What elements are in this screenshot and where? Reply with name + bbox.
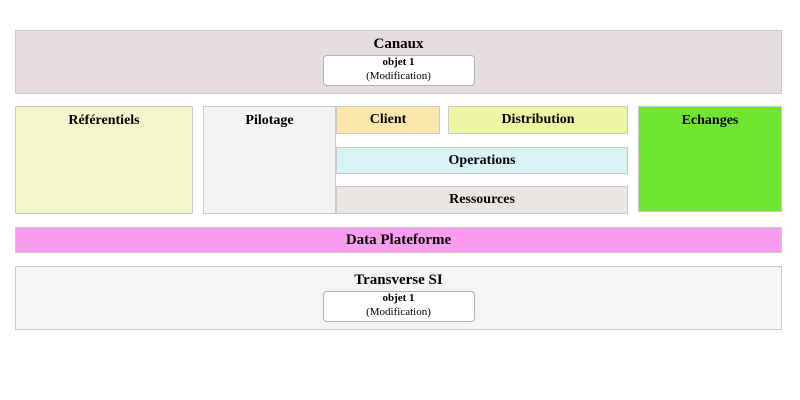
zone-transverse-si-label: Transverse SI — [354, 272, 443, 288]
zone-referentiels[interactable]: Référentiels — [15, 106, 193, 214]
zone-referentiels-label: Référentiels — [68, 113, 140, 128]
zone-ressources[interactable]: Ressources — [336, 186, 628, 214]
zone-client-label: Client — [369, 112, 407, 127]
zone-ressources-label: Ressources — [449, 192, 515, 207]
transverse-object-box[interactable]: objet 1 (Modification) — [322, 290, 475, 322]
canaux-object-box[interactable]: objet 1 (Modification) — [322, 54, 475, 86]
zone-client[interactable]: Client — [336, 106, 440, 134]
zone-distribution-label: Distribution — [501, 112, 575, 127]
zone-data-plateforme-label: Data Plateforme — [345, 231, 452, 248]
zone-canaux-label: Canaux — [373, 36, 424, 52]
zone-pilotage[interactable]: Pilotage — [203, 106, 336, 214]
transverse-object-title: objet 1 — [382, 292, 415, 305]
canaux-object-subtitle: (Modification) — [366, 70, 431, 82]
zone-operations-label: Operations — [448, 152, 516, 168]
zone-distribution[interactable]: Distribution — [448, 106, 628, 134]
zone-pilotage-label: Pilotage — [245, 113, 294, 128]
zone-operations[interactable]: Operations — [336, 147, 628, 174]
zone-data-plateforme[interactable]: Data Plateforme — [15, 227, 782, 253]
zone-transverse-si[interactable]: Transverse SI objet 1 (Modification) — [15, 266, 782, 330]
zone-canaux[interactable]: Canaux objet 1 (Modification) — [15, 30, 782, 94]
zone-echanges-label: Echanges — [681, 113, 739, 128]
zone-echanges[interactable]: Echanges — [638, 106, 782, 212]
canaux-object-title: objet 1 — [382, 56, 415, 69]
transverse-object-subtitle: (Modification) — [366, 306, 431, 318]
